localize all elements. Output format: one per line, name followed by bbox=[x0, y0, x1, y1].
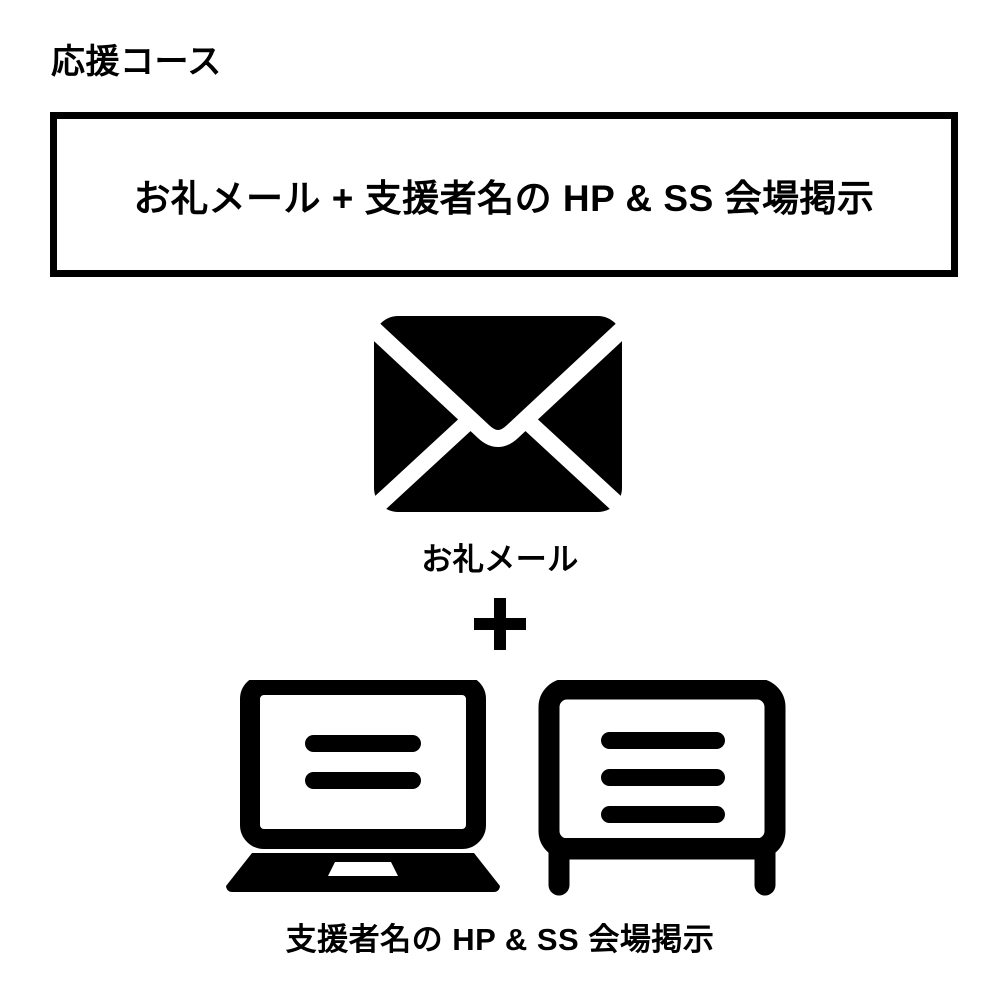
bottom-icon-row bbox=[0, 676, 1000, 901]
signboard-caption: 支援者名の HP & SS 会場掲示 bbox=[285, 922, 715, 957]
signboard-icon bbox=[538, 680, 786, 897]
page-title: 応援コース bbox=[51, 43, 222, 81]
headline-text: お礼メール + 支援者名の HP & SS 会場掲示 bbox=[133, 177, 875, 219]
envelope-caption: お礼メール bbox=[421, 542, 579, 577]
envelope-icon bbox=[374, 316, 622, 512]
laptop-icon bbox=[222, 680, 504, 897]
plus-icon bbox=[0, 598, 1000, 652]
headline-box: お礼メール + 支援者名の HP & SS 会場掲示 bbox=[50, 112, 958, 277]
